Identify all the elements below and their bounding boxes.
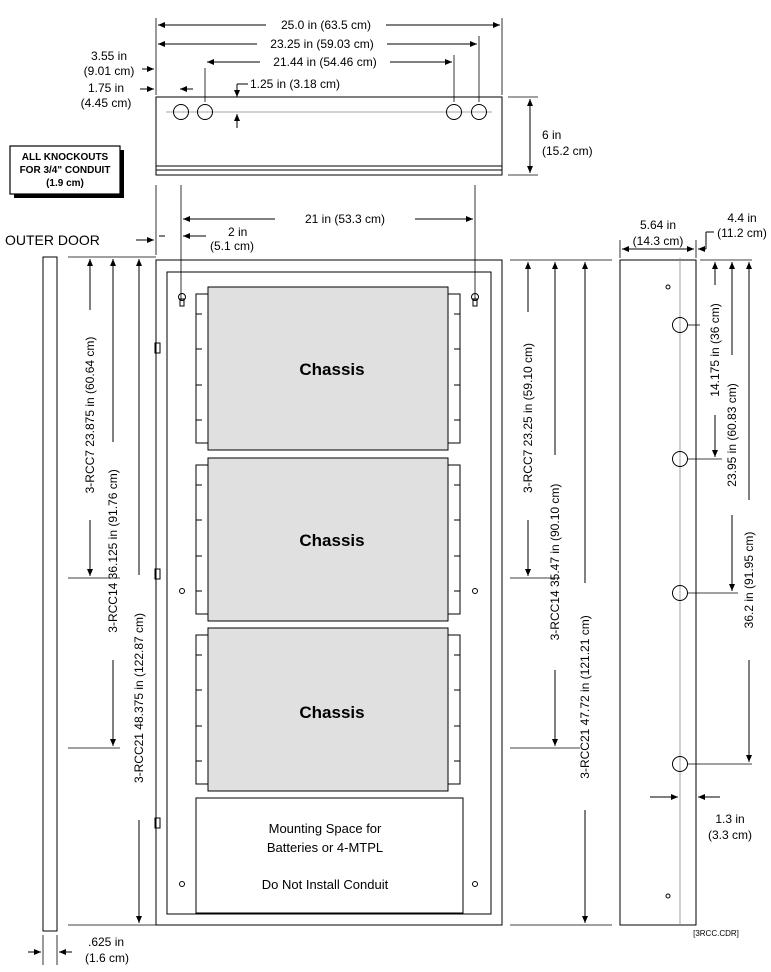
side-small-hole <box>665 893 671 899</box>
dim-right-rcc21: 3-RCC21 47.72 in (121.21 cm) <box>578 615 592 778</box>
cabinet-outer <box>155 259 503 926</box>
mounting-space: Mounting Space for Batteries or 4-MTPL D… <box>195 797 464 914</box>
top-view: 25.0 in (63.5 cm) 23.25 in (59.03 cm) 3.… <box>81 18 593 176</box>
side-knockout <box>672 585 688 601</box>
dim-door-thickness-in: .625 in <box>88 935 124 949</box>
hinge <box>154 568 161 580</box>
knockout-hole <box>471 104 487 120</box>
knockout-hole <box>446 104 462 120</box>
knockout-hole <box>173 104 189 120</box>
front-view: OUTER DOOR 21 in (53.3 cm) 2 in (5.1 cm) <box>5 185 612 965</box>
knockout-hole <box>197 104 213 120</box>
outer-door-label: OUTER DOOR <box>5 232 100 248</box>
side-dim-3: 36.2 in (91.95 cm) <box>742 532 756 629</box>
dim-door-thickness-cm: (1.6 cm) <box>85 951 129 965</box>
side-offset-cm: (11.2 cm) <box>717 226 767 240</box>
side-view: 5.64 in (14.3 cm) 4.4 in (11.2 cm) 14.17… <box>619 211 767 938</box>
top-view-body <box>155 96 503 176</box>
chassis-slot-1: Chassis <box>195 286 461 451</box>
mounting-hole <box>472 881 478 887</box>
dim-left-rcc14: 3-RCC14 36.125 in (91.76 cm) <box>106 469 120 632</box>
dim-hole-offset: 1.25 in (3.18 cm) <box>250 77 340 91</box>
hinge <box>154 342 161 354</box>
dim-left-rcc7: 3-RCC7 23.875 in (60.64 cm) <box>83 337 97 494</box>
chassis-slot-2: Chassis <box>195 457 461 622</box>
knockout-note-line-3: (1.9 cm) <box>46 178 84 189</box>
chassis-label-3: Chassis <box>299 703 364 722</box>
dim-left-offset-in: 3.55 in <box>91 49 127 63</box>
file-tag: [3RCC.CDR] <box>693 929 739 938</box>
side-bottom-cm: (3.3 cm) <box>708 828 752 842</box>
knockout-note-line-2: FOR 3/4" CONDUIT <box>20 165 111 176</box>
side-bottom-in: 1.3 in <box>715 812 744 826</box>
side-view-body <box>619 259 697 926</box>
dim-left-rcc21: 3-RCC21 48.375 in (122.87 cm) <box>132 613 146 783</box>
chassis-label-2: Chassis <box>299 531 364 550</box>
mounting-space-line-3: Do Not Install Conduit <box>262 877 389 892</box>
side-width-cm: (14.3 cm) <box>633 234 684 248</box>
dim-175-in: 1.75 in <box>88 81 124 95</box>
cabinet-inner <box>166 271 492 915</box>
chassis-slot-3: Chassis <box>195 627 461 792</box>
chassis-label-1: Chassis <box>299 360 364 379</box>
dim-left-offset-cm: (9.01 cm) <box>84 64 135 78</box>
hinge <box>154 817 161 829</box>
keyhole-slot <box>471 293 479 307</box>
dim-2-in: 2 in <box>228 225 247 239</box>
dim-width-21: 21.44 in (54.46 cm) <box>273 55 376 69</box>
dim-right-rcc14: 3-RCC14 35.47 in (90.10 cm) <box>548 484 562 641</box>
knockout-note: ALL KNOCKOUTS FOR 3/4" CONDUIT (1.9 cm) <box>9 145 124 198</box>
mounting-space-line-1: Mounting Space for <box>269 821 382 836</box>
mounting-hole <box>179 588 185 594</box>
mounting-space-line-2: Batteries or 4-MTPL <box>267 840 383 855</box>
outer-door-edge <box>42 256 58 932</box>
dim-175-cm: (4.45 cm) <box>81 96 132 110</box>
side-knockout <box>672 317 688 333</box>
side-width-in: 5.64 in <box>640 218 676 232</box>
dim-width-23: 23.25 in (59.03 cm) <box>270 37 373 51</box>
side-offset-in: 4.4 in <box>727 211 756 225</box>
dim-right-rcc7: 3-RCC7 23.25 in (59.10 cm) <box>521 343 535 493</box>
side-knockout <box>672 756 688 772</box>
side-knockout <box>672 451 688 467</box>
side-dim-2: 23.95 in (60.83 cm) <box>725 383 739 486</box>
knockout-note-line-1: ALL KNOCKOUTS <box>22 152 109 163</box>
side-small-hole <box>665 284 671 290</box>
keyhole-slot <box>178 293 186 307</box>
mounting-hole <box>472 588 478 594</box>
mounting-hole <box>179 881 185 887</box>
dim-overall-width: 25.0 in (63.5 cm) <box>281 18 371 32</box>
dim-2-cm: (5.1 cm) <box>210 239 254 253</box>
dim-depth-in: 6 in <box>542 128 561 142</box>
dim-depth-cm: (15.2 cm) <box>542 144 593 158</box>
dim-span-21: 21 in (53.3 cm) <box>305 212 385 226</box>
side-dim-1: 14.175 in (36 cm) <box>708 303 722 396</box>
